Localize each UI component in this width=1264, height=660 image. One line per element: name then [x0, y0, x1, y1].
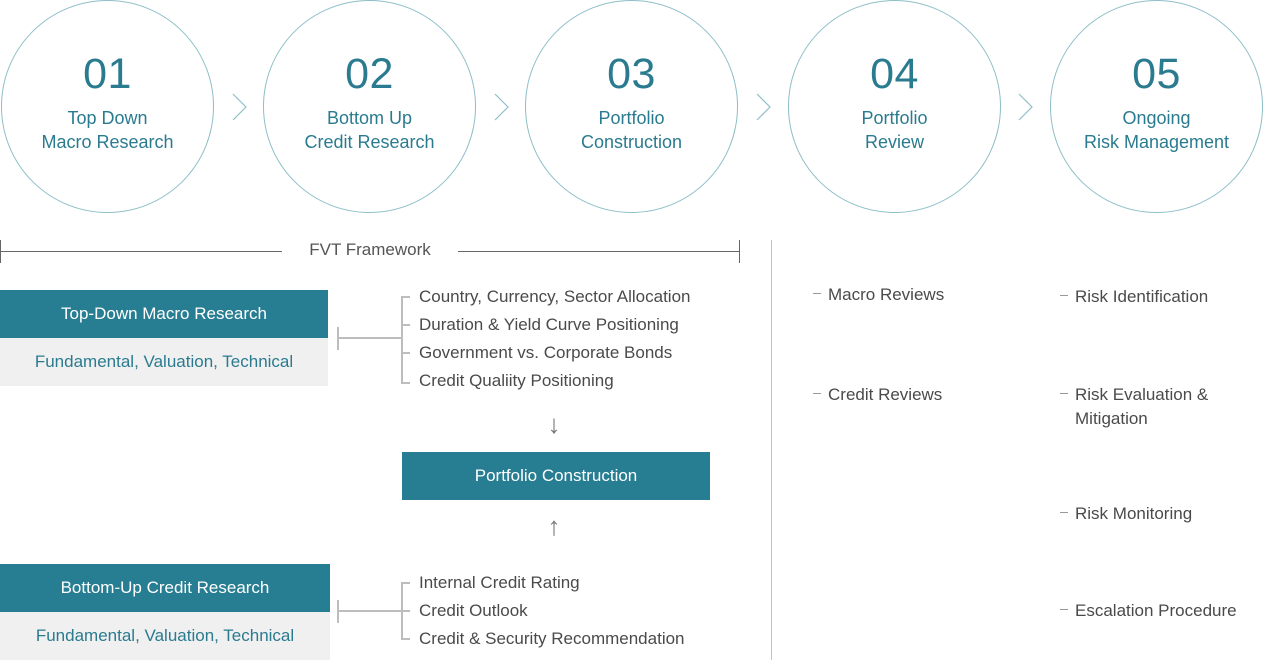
- step-circle-05: 05 Ongoing Risk Management: [1050, 0, 1263, 213]
- portfolio-review-item: Credit Reviews: [813, 383, 942, 407]
- dash-icon: [1060, 393, 1068, 395]
- dash-icon: [1060, 512, 1068, 514]
- bracket-spine: [401, 296, 403, 384]
- bracket-tick: [401, 352, 410, 354]
- framework-title: FVT Framework: [309, 240, 431, 259]
- step-circle-03: 03 Portfolio Construction: [525, 0, 738, 213]
- framework-line-left: [0, 251, 282, 252]
- step-label: Portfolio Review: [789, 106, 1000, 154]
- portfolio-review-item: Macro Reviews: [813, 283, 944, 307]
- risk-management-item: Risk Monitoring: [1060, 502, 1192, 526]
- risk-management-item: Risk Evaluation & Mitigation: [1060, 383, 1245, 431]
- chevron-right-icon: [494, 93, 509, 121]
- framework-line-right: [458, 251, 739, 252]
- item-label: Risk Monitoring: [1075, 504, 1193, 523]
- top-down-title-box: Top-Down Macro Research: [0, 290, 328, 338]
- top-down-subtitle-box: Fundamental, Valuation, Technical: [0, 338, 328, 386]
- chevron-right-icon: [1018, 93, 1033, 121]
- dash-icon: [1060, 295, 1068, 297]
- dash-icon: [813, 393, 821, 395]
- arrow-up-icon: ↑: [547, 511, 561, 541]
- risk-management-item: Escalation Procedure: [1060, 599, 1237, 623]
- bracket-stem: [337, 610, 403, 612]
- step-label-line2: Credit Research: [304, 132, 435, 152]
- dash-icon: [1060, 609, 1068, 611]
- step-label-line1: Bottom Up: [326, 108, 413, 128]
- chevron-right-icon: [756, 93, 771, 121]
- bracket-tick: [401, 610, 410, 612]
- section-divider: [771, 240, 772, 660]
- step-number: 01: [83, 50, 132, 98]
- step-label: Portfolio Construction: [526, 106, 737, 154]
- item-label: Risk Evaluation & Mitigation: [1075, 385, 1209, 428]
- step-label-line2: Macro Research: [41, 132, 174, 152]
- bracket-tick: [401, 382, 410, 384]
- item-label: Credit Reviews: [828, 385, 943, 404]
- step-label-line2: Review: [864, 132, 925, 152]
- bottom-up-item: Credit & Security Recommendation: [419, 629, 685, 648]
- item-label: Risk Identification: [1075, 287, 1209, 306]
- step-label: Ongoing Risk Management: [1051, 106, 1262, 154]
- risk-management-item: Risk Identification: [1060, 285, 1208, 309]
- top-down-item: Duration & Yield Curve Positioning: [419, 315, 679, 334]
- dash-icon: [813, 293, 821, 295]
- bracket-tick: [401, 582, 410, 584]
- bottom-up-subtitle-box: Fundamental, Valuation, Technical: [0, 612, 330, 660]
- step-label-line1: Top Down: [67, 108, 148, 128]
- step-circle-01: 01 Top Down Macro Research: [1, 0, 214, 213]
- step-number: 04: [870, 50, 919, 98]
- step-number: 03: [607, 50, 656, 98]
- step-label: Top Down Macro Research: [2, 106, 213, 154]
- top-down-item: Government vs. Corporate Bonds: [419, 343, 673, 362]
- bracket-tick: [401, 296, 410, 298]
- item-label: Escalation Procedure: [1075, 601, 1237, 620]
- step-number: 05: [1132, 50, 1181, 98]
- step-circle-04: 04 Portfolio Review: [788, 0, 1001, 213]
- bracket-tick: [401, 638, 410, 640]
- chevron-right-icon: [232, 93, 247, 121]
- step-label: Bottom Up Credit Research: [264, 106, 475, 154]
- step-label-line2: Risk Management: [1083, 132, 1230, 152]
- bottom-up-item: Internal Credit Rating: [419, 573, 580, 592]
- item-label: Macro Reviews: [828, 285, 945, 304]
- bottom-up-item: Credit Outlook: [419, 601, 528, 620]
- bracket-stem: [337, 337, 403, 339]
- bracket-tick: [401, 324, 410, 326]
- step-label-line2: Construction: [580, 132, 683, 152]
- step-circle-02: 02 Bottom Up Credit Research: [263, 0, 476, 213]
- top-down-item: Country, Currency, Sector Allocation: [419, 287, 691, 306]
- step-number: 02: [345, 50, 394, 98]
- step-label-line1: Portfolio: [861, 108, 928, 128]
- step-label-line1: Portfolio: [598, 108, 665, 128]
- step-label-line1: Ongoing: [1122, 108, 1191, 128]
- portfolio-construction-box: Portfolio Construction: [402, 452, 710, 500]
- arrow-down-icon: ↓: [547, 409, 561, 439]
- bottom-up-title-box: Bottom-Up Credit Research: [0, 564, 330, 612]
- framework-right-cap: [739, 240, 740, 263]
- top-down-item: Credit Qualiity Positioning: [419, 371, 614, 390]
